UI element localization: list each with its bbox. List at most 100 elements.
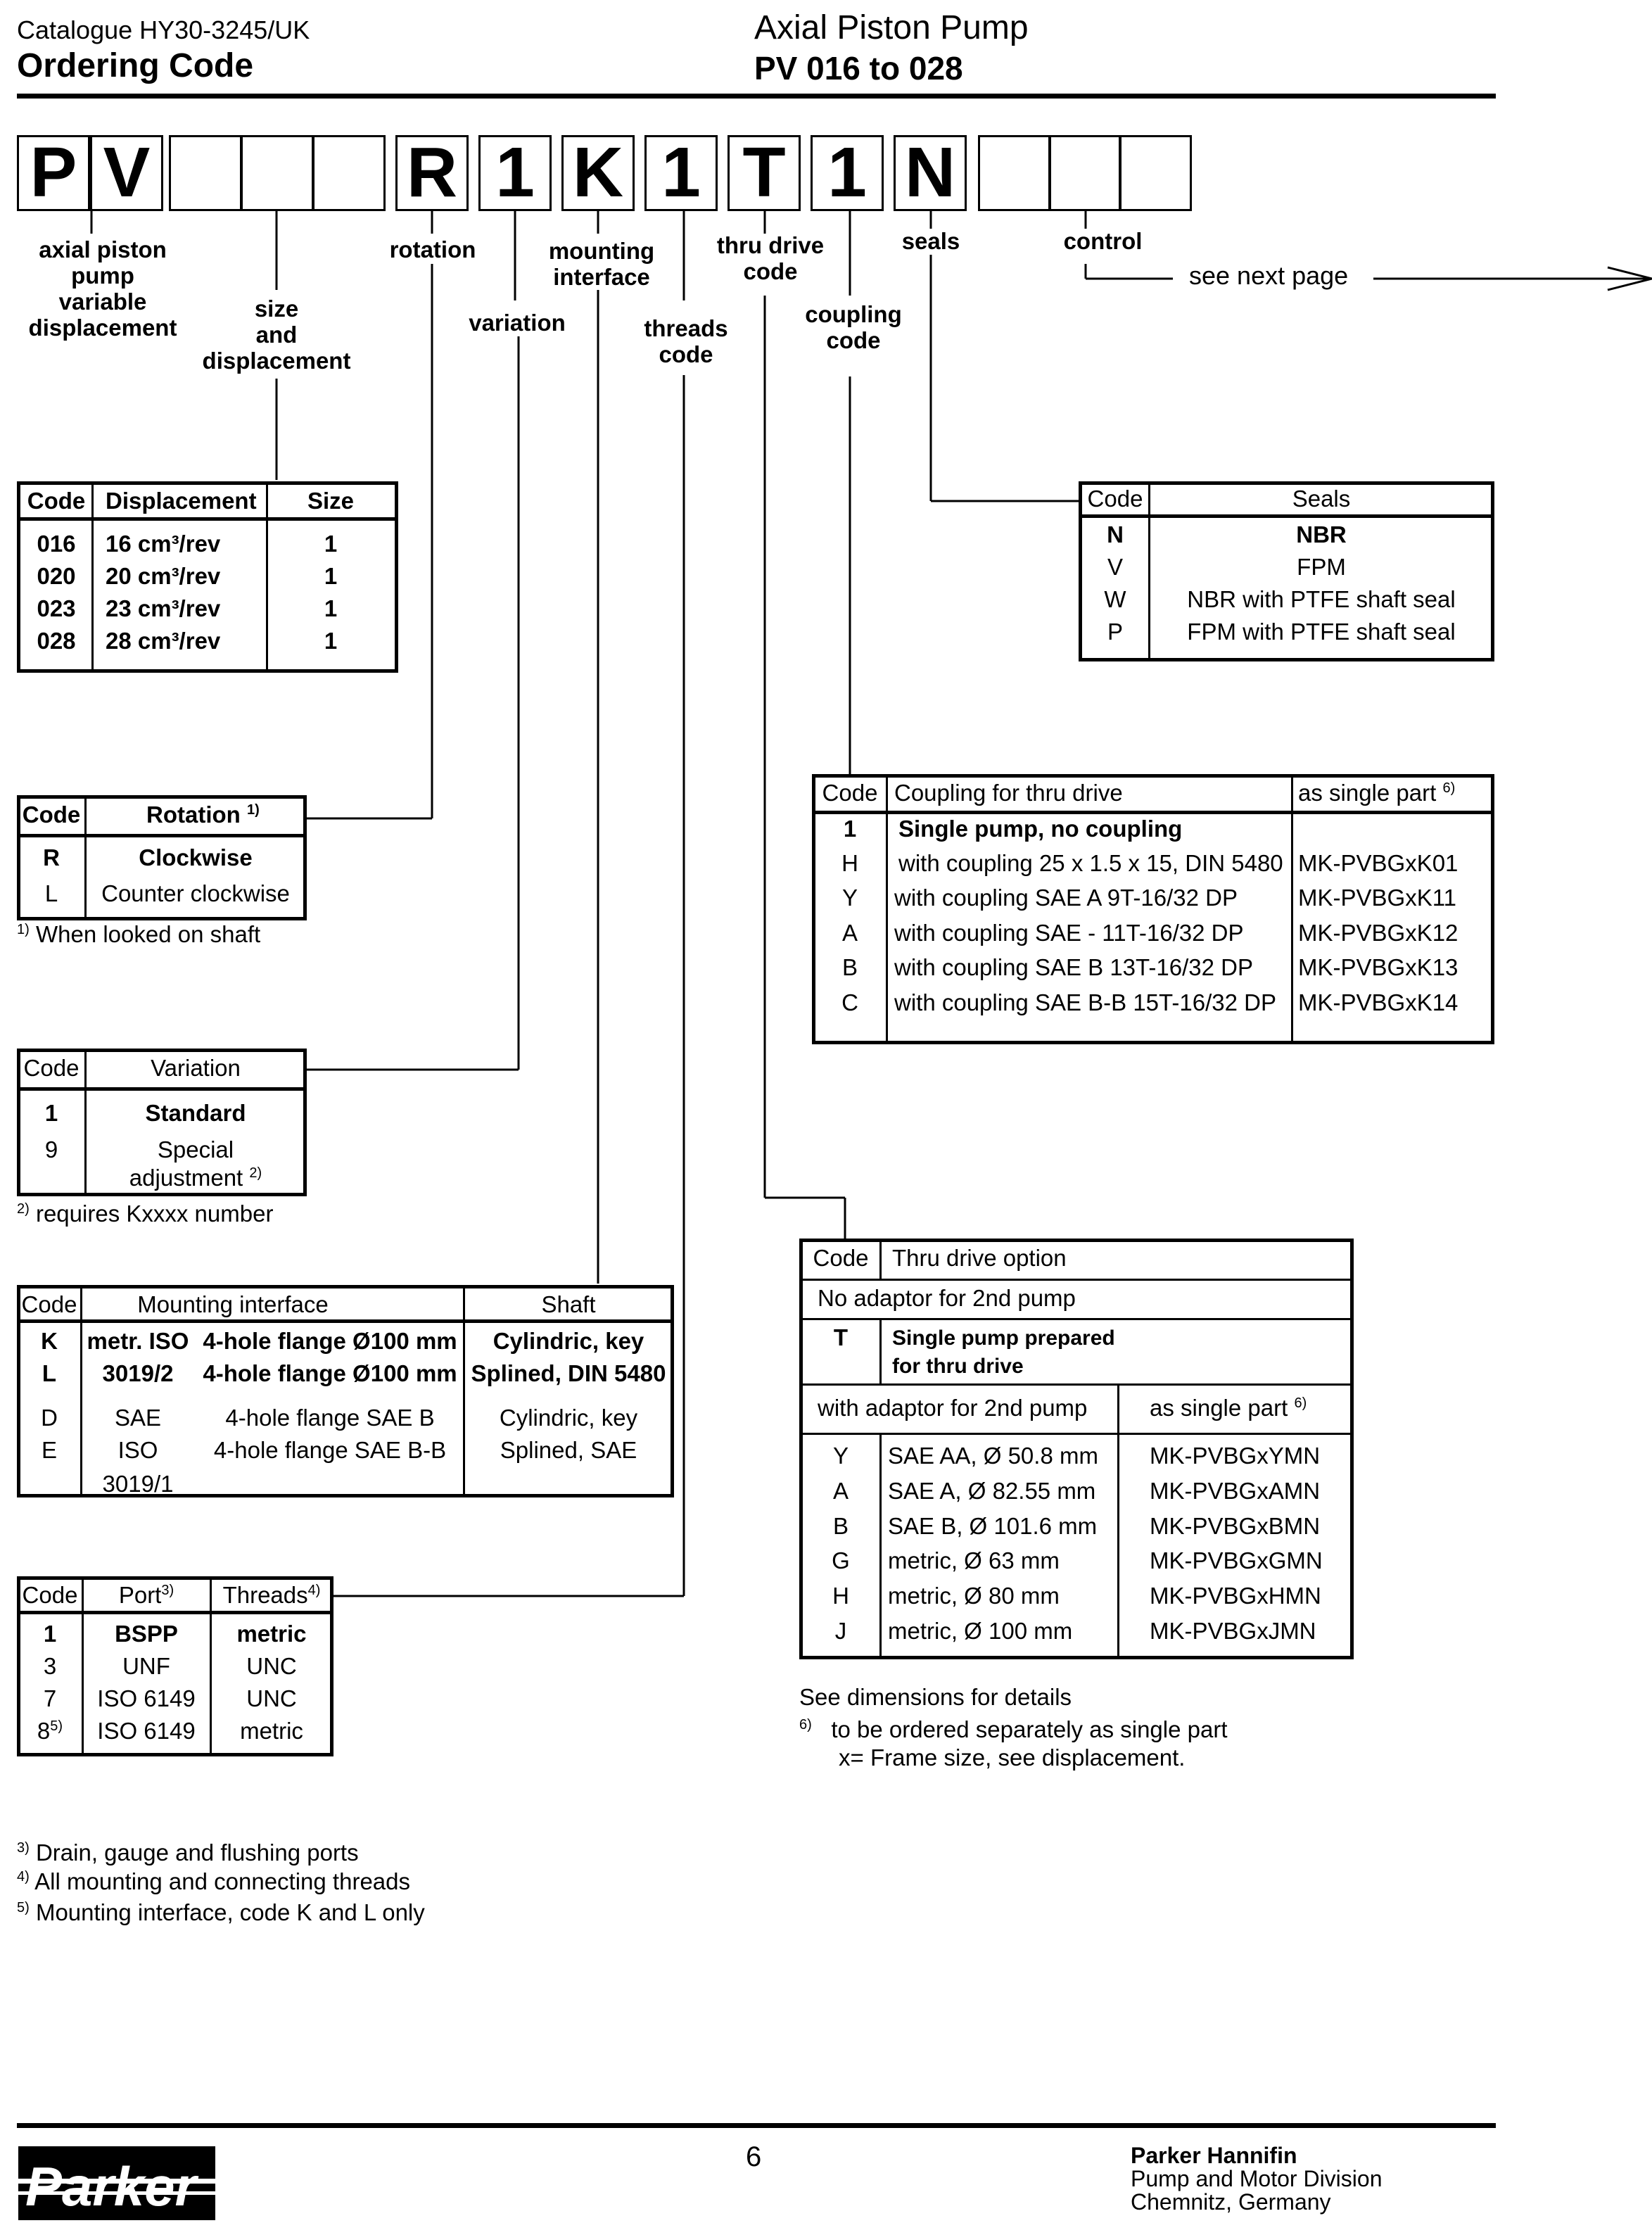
displacement-table-divider (17, 517, 398, 521)
table-row: P (1107, 619, 1123, 645)
mounting-header-interface: Mounting interface (137, 1291, 329, 1317)
table-cell: BSPP (115, 1621, 178, 1647)
table-cell: ISO 6149 (97, 1718, 196, 1744)
table-cell: UNF (122, 1653, 170, 1679)
table-cell: ISO 6149 (97, 1685, 196, 1711)
page-title: Ordering Code (17, 47, 254, 84)
table-cell: Single pump, no coupling (898, 816, 1183, 842)
table-cell: NBR with PTFE shaft seal (1187, 586, 1456, 612)
variation-header: Variation (151, 1055, 241, 1081)
table-row: L (42, 1360, 57, 1386)
thru-header: Thru drive option (892, 1245, 1067, 1271)
table-cell: 1 (324, 628, 338, 654)
code-box-seals: N (894, 135, 967, 211)
label-control: control (1063, 228, 1143, 254)
rotation-table-divider (17, 834, 307, 837)
mounting-table-vline-1 (80, 1285, 82, 1497)
table-cell: 4-hole flange Ø100 mm (203, 1360, 457, 1386)
displacement-header-displacement: Displacement (106, 488, 257, 514)
table-cell: 3019/1 (102, 1471, 174, 1497)
thru-header-code: Code (813, 1245, 869, 1271)
table-cell: MK-PVBGxGMN (1150, 1547, 1323, 1573)
table-cell: Special (157, 1136, 234, 1163)
table-cell: SAE A, Ø 82.55 mm (888, 1478, 1096, 1504)
thru-single-part: as single part 6) (1150, 1395, 1307, 1421)
rotation-table-vline (84, 795, 87, 920)
page-number: 6 (746, 2141, 762, 2172)
table-row: 3 (43, 1653, 57, 1679)
table-cell: MK-PVBGxK14 (1298, 989, 1459, 1015)
table-cell: with coupling SAE A 9T-16/32 DP (894, 885, 1238, 911)
code-box-threads: 1 (644, 135, 718, 211)
table-cell: 4-hole flange SAE B-B (213, 1437, 447, 1463)
table-row: W (1104, 586, 1126, 612)
table-row: 016 (37, 531, 76, 557)
table-cell: with coupling SAE B 13T-16/32 DP (894, 954, 1253, 980)
table-cell: 23 cm³/rev (106, 595, 221, 621)
thru-t-code: T (833, 1324, 849, 1350)
table-row: 020 (37, 563, 76, 589)
table-cell: 4-hole flange Ø100 mm (203, 1328, 457, 1354)
table-cell: 1 (324, 563, 338, 589)
footer-company: Parker Hannifin (1131, 2143, 1297, 2168)
table-row: L (44, 880, 58, 906)
code-box-mounting: K (561, 135, 635, 211)
seals-table-divider (1079, 514, 1494, 518)
table-cell: with coupling SAE B-B 15T-16/32 DP (894, 989, 1276, 1015)
thru-table-line-1 (799, 1279, 1354, 1281)
see-next-page: see next page (1189, 261, 1349, 290)
displacement-table-vline-2 (266, 481, 268, 673)
thru-table-vline-d (1117, 1383, 1119, 1659)
thru-table-line-4 (799, 1433, 1354, 1435)
footer-division: Pump and Motor Division (1131, 2166, 1383, 2191)
product-name: Axial Piston Pump (754, 9, 1029, 46)
displacement-table-vline-1 (91, 481, 94, 673)
code-box-coupling: 1 (811, 135, 884, 211)
seals-table-vline (1148, 481, 1150, 661)
coupling-table-vline-2 (1291, 774, 1293, 1044)
table-row: 9 (44, 1136, 58, 1163)
table-row: D (41, 1405, 58, 1431)
variation-note: 2) requires Kxxxx number (17, 1201, 274, 1227)
thru-note-frame: x= Frame size, see displacement. (839, 1744, 1186, 1771)
coupling-header-code: Code (822, 780, 878, 806)
threads-table (17, 1576, 333, 1756)
threads-table-vline-1 (82, 1576, 84, 1756)
table-row: C (841, 989, 858, 1015)
catalogue-number: Catalogue HY30-3245/UK (17, 15, 310, 44)
thru-drive-table (799, 1239, 1354, 1659)
table-cell: 28 cm³/rev (106, 628, 221, 654)
thru-no-adaptor: No adaptor for 2nd pump (818, 1285, 1076, 1311)
variation-table-divider (17, 1087, 307, 1091)
table-row: 1 (44, 1100, 58, 1126)
mounting-table-divider (17, 1319, 674, 1323)
threads-table-divider (17, 1611, 333, 1614)
thru-table-line-3 (799, 1383, 1354, 1386)
table-cell: Standard (145, 1100, 246, 1126)
table-row: V (1107, 554, 1123, 580)
table-cell: Splined, SAE (500, 1437, 637, 1463)
table-cell: MK-PVBGxK01 (1298, 850, 1459, 876)
table-cell: Cylindric, key (493, 1328, 644, 1354)
thru-with-adaptor: with adaptor for 2nd pump (818, 1395, 1088, 1421)
table-cell: Cylindric, key (499, 1405, 638, 1431)
seals-header: Seals (1292, 486, 1351, 512)
code-box-variation: 1 (478, 135, 552, 211)
table-cell: FPM with PTFE shaft seal (1187, 619, 1456, 645)
rotation-note: 1) When looked on shaft (17, 921, 261, 947)
threads-header-port: Port3) (118, 1582, 174, 1608)
threads-table-vline-2 (210, 1576, 212, 1756)
table-cell: with coupling SAE - 11T-16/32 DP (894, 920, 1244, 946)
table-cell: MK-PVBGxJMN (1150, 1618, 1316, 1644)
table-cell: MK-PVBGxK11 (1298, 885, 1456, 911)
code-box-control-3 (1119, 135, 1192, 211)
table-row: H (832, 1583, 849, 1609)
variation-header-code: Code (23, 1055, 80, 1081)
displacement-header-code: Code (27, 488, 86, 514)
table-cell: metric, Ø 100 mm (888, 1618, 1073, 1644)
table-cell: MK-PVBGxK12 (1298, 920, 1459, 946)
